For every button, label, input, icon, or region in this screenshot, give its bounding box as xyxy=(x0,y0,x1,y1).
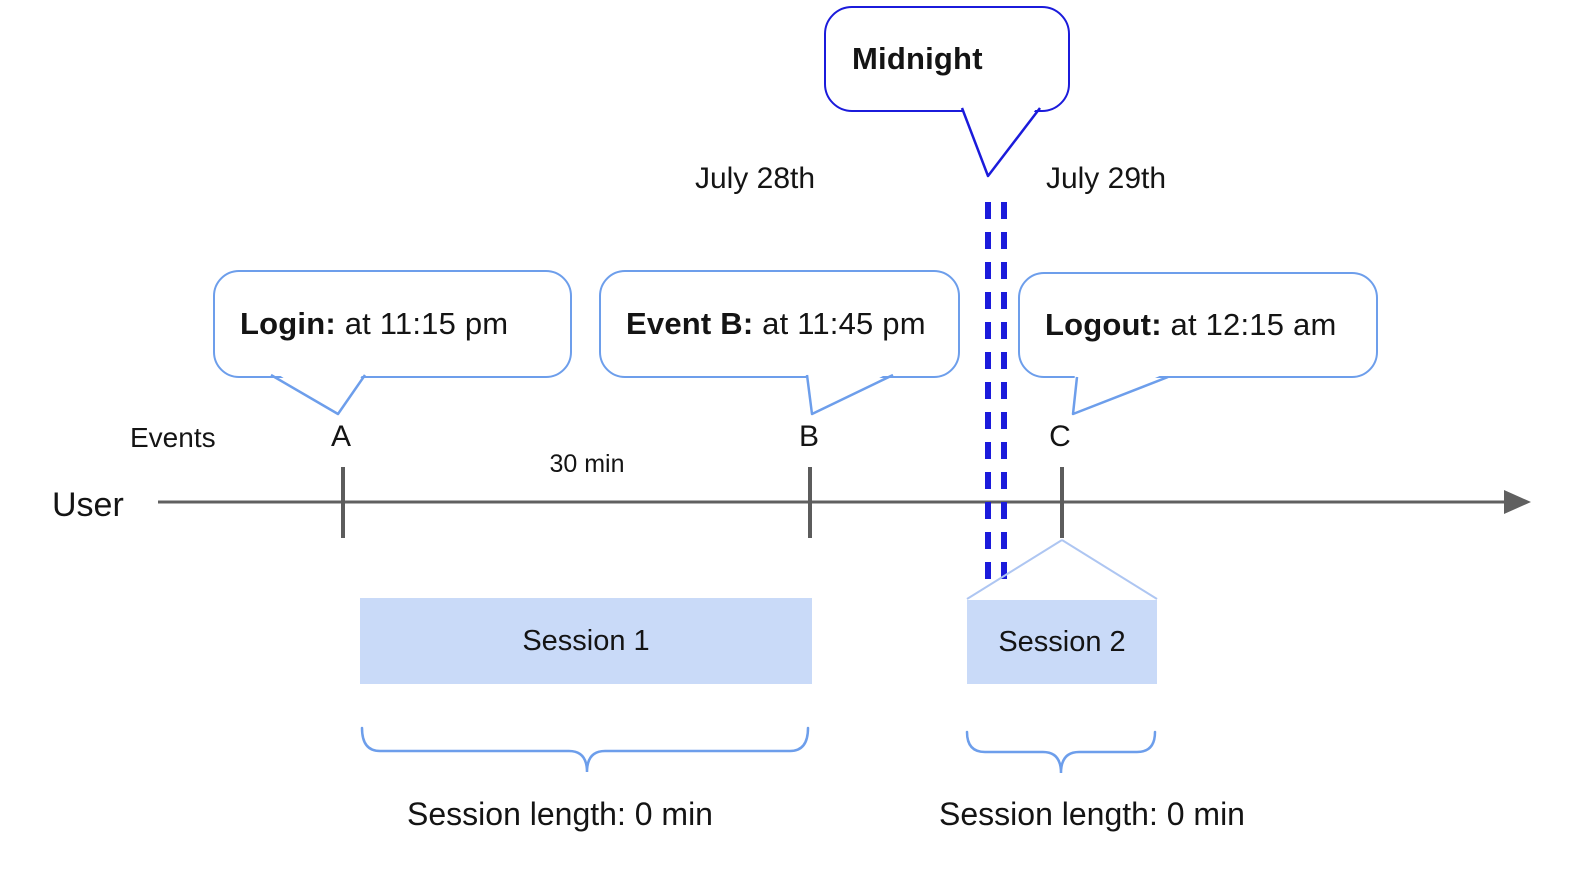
event-b-callout-bubble: Event B: at 11:45 pm xyxy=(599,270,960,378)
session-1-label: Session 1 xyxy=(522,624,650,657)
midnight-callout-label: Midnight xyxy=(852,41,983,76)
session-2-funnel-line-left xyxy=(966,539,1063,600)
user-row-label: User xyxy=(52,486,124,524)
event-b-callout-tail-stroke xyxy=(805,373,894,416)
session-2-length-label: Session length: 0 min xyxy=(939,796,1245,832)
event-marker-label-a: A xyxy=(330,420,352,453)
event-marker-label-b: B xyxy=(798,420,820,453)
event-b-callout-detail: at 11:45 pm xyxy=(753,306,926,341)
event-marker-label-c: C xyxy=(1049,420,1071,453)
midnight-callout-bubble: Midnight xyxy=(824,6,1070,112)
events-axis-label: Events xyxy=(130,422,216,453)
session-2-label: Session 2 xyxy=(998,625,1126,658)
logout-callout-title: Logout: xyxy=(1045,307,1162,342)
login-callout-detail: at 11:15 pm xyxy=(335,306,509,341)
session-2-brace xyxy=(965,730,1157,774)
date-label-july-29: July 29th xyxy=(1045,162,1167,195)
interval-label-30-min: 30 min xyxy=(549,450,625,478)
midnight-callout-tail xyxy=(961,102,1041,176)
session-1-box: Session 1 xyxy=(360,598,812,684)
login-callout-bubble: Login: at 11:15 pm xyxy=(213,270,572,378)
logout-callout-tail-stroke xyxy=(1071,375,1169,416)
session-1-length-label: Session length: 0 min xyxy=(407,796,713,832)
logout-callout-detail: at 12:15 am xyxy=(1161,307,1337,342)
session-2-funnel-line-right xyxy=(1061,539,1158,600)
logout-callout-bubble: Logout: at 12:15 am xyxy=(1018,272,1378,378)
login-callout-tail-stroke xyxy=(270,373,367,416)
date-label-july-28: July 28th xyxy=(694,162,816,195)
login-callout-title: Login: xyxy=(240,306,336,341)
session-1-brace xyxy=(360,726,810,773)
event-b-callout-title: Event B: xyxy=(626,306,754,341)
timeline-arrowhead-icon xyxy=(1504,490,1531,514)
midnight-callout-tail-stroke xyxy=(960,107,1041,178)
session-2-box: Session 2 xyxy=(967,600,1157,684)
